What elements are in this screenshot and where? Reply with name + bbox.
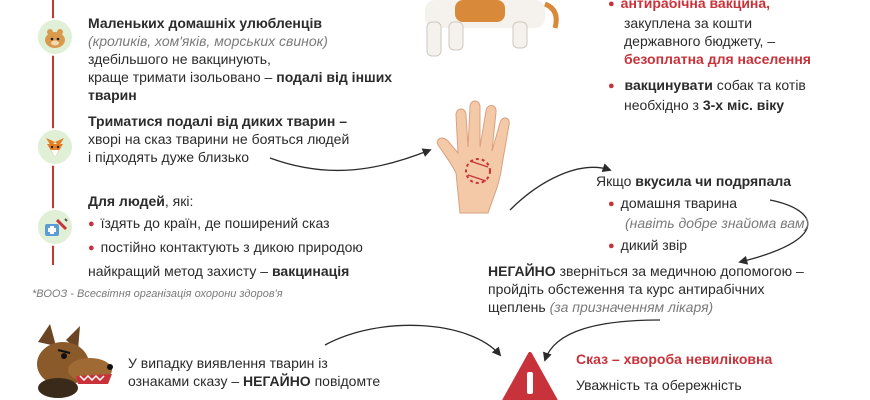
people-title-rest: , які: [164,193,194,209]
people-title: Для людей, які: [88,192,418,210]
vaccine-line1: антирабічна вакцина, [608,0,870,14]
wild-line1: Триматися подалі від диких тварин – [88,113,348,129]
pets-examples: (кроликів, хом'яків, морських свинок) [88,33,328,49]
people-item-2: постійно контактують з дикою природою [88,238,418,258]
bite-block: Якщо вкусила чи подряпала домашня тварин… [596,172,870,256]
dog-warning-bold: НЕГАЙНО [243,373,311,389]
pets-title: Маленьких домашніх улюбленців [88,15,322,31]
urgent-line3-note: (за призначенням лікаря) [549,299,714,315]
pets-line2-text: краще тримати ізольовано – [88,69,273,85]
bite-title: Якщо вкусила чи подряпала [596,172,870,190]
urgent-bold: НЕГАЙНО [488,263,556,279]
arrow-hand-to-bite [509,163,612,211]
wild-block: Триматися подалі від диких тварин – хвор… [88,112,408,166]
dog-warning-post: повідомте [314,373,381,389]
footnote: *ВООЗ - Всесвітня організація охорони зд… [32,288,283,300]
warning-triangle-icon [502,352,558,400]
people-method-text: найкращий метод захисту – [88,263,269,279]
disease-block: Сказ – хвороба невиліковна Уважність та … [576,350,870,394]
vaccine-vacc: вакцинувати собак та котів [608,76,870,96]
bite-item-1-note: (навіть добре знайома вам) [625,215,810,231]
people-item-1: їздять до країн, де поширений сказ [88,214,418,234]
wild-line3: і підходять дуже близько [88,149,250,165]
vaccine-vacc-rest: собак та котів [716,77,806,93]
angry-dog-icon [37,324,113,398]
dog-icon [425,0,559,57]
arrow-to-hand [269,148,432,172]
urgent-block: НЕГАЙНО зверніться за медичною допомогою… [488,262,870,316]
vaccine-line4: безоплатна для населення [624,51,811,67]
urgent-line2: пройдіть обстеження та курс антирабічних [488,281,765,297]
vaccine-age-text: необхідно з [624,97,699,113]
dog-warning-line1: У випадку виявлення тварин із [128,355,328,371]
arrow-urgent-to-warning [542,319,661,362]
disease-line1: Уважність та обережність [576,377,742,393]
pets-line2: краще тримати ізольовано – подалі від ін… [88,68,418,104]
bite-item-1: домашня тварина [596,194,870,214]
pets-line2-bold: подалі від інших тварин [88,69,393,103]
people-title-bold: Для людей [88,193,165,209]
dog-warning-text: ознаками сказу – [128,373,240,389]
urgent-line3-text: щеплень [488,299,546,315]
pets-block: Маленьких домашніх улюбленців (кроликів,… [88,14,418,104]
medicine-icon [45,218,68,236]
vaccine-vacc-bold: вакцинувати [624,77,713,93]
hamster-node [36,18,74,56]
wild-line2: хворі на сказ тварини не бояться людей [88,131,350,147]
dog-warning-line2: ознаками сказу – НЕГАЙНО повідомте [128,372,428,390]
bite-title-text: Якщо [596,173,632,189]
fox-icon [46,138,64,157]
people-method-bold: вакцинація [271,263,350,279]
medicine-node [36,208,74,246]
vaccine-line2: закуплена за кошти [624,15,753,31]
vaccine-age: необхідно з 3-х міс. віку [608,96,870,114]
fox-node [36,128,74,166]
arrow-dog-to-warning [324,324,502,357]
vaccine-line3: державного бюджету, – [624,33,776,49]
pets-line1: здебільшого не вакцинують, [88,51,271,67]
vaccine-block: антирабічна вакцина, закуплена за кошти … [608,0,870,114]
hamster-icon [45,29,65,48]
bite-item-2: дикий звір [596,236,870,256]
hand-bite-icon [436,100,510,214]
disease-title: Сказ – хвороба невиліковна [576,351,773,367]
urgent-line1-text: зверніться за медичною допомогою – [559,263,804,279]
bite-title-bold: вкусила чи подряпала [635,173,792,189]
vaccine-age-bold: 3-х міс. віку [702,97,785,113]
dog-warning-block: У випадку виявлення тварин із ознаками с… [128,354,428,390]
people-method: найкращий метод захисту – вакцинація [88,262,418,280]
urgent-line3: щеплень (за призначенням лікаря) [488,298,870,316]
people-block: Для людей, які: їздять до країн, де поши… [88,192,418,280]
urgent-line1: НЕГАЙНО зверніться за медичною допомогою… [488,262,870,280]
